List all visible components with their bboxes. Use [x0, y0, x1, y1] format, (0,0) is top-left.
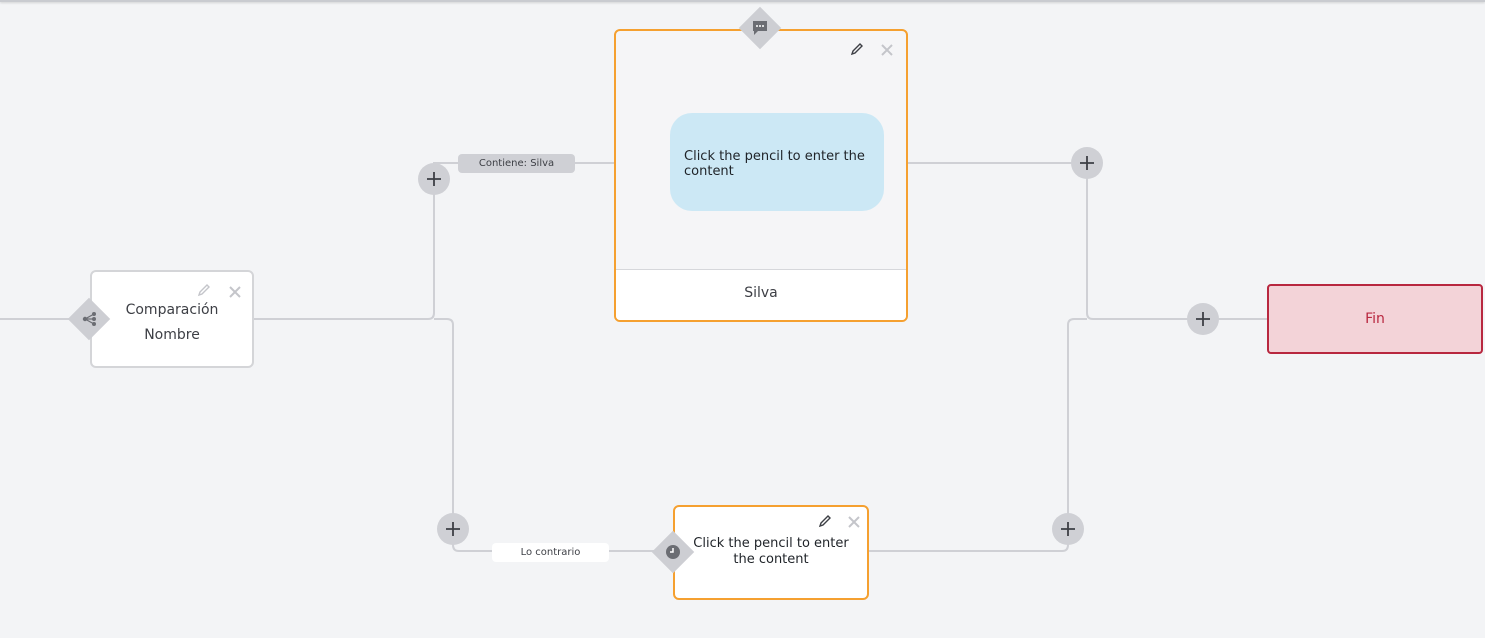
- edit-pencil-icon[interactable]: [196, 282, 212, 298]
- top-bar: [0, 0, 1485, 2]
- branch-icon: [80, 309, 100, 329]
- add-step-button[interactable]: [437, 513, 469, 545]
- comparison-subtitle: Nombre: [144, 327, 200, 343]
- add-step-button[interactable]: [1071, 147, 1103, 179]
- edit-pencil-icon[interactable]: [817, 513, 833, 529]
- add-step-button[interactable]: [1187, 303, 1219, 335]
- close-icon[interactable]: [227, 284, 243, 300]
- message-footer: Silva: [616, 269, 906, 320]
- message-node[interactable]: Click the pencil to enter the content Si…: [614, 29, 908, 322]
- condition-label-else: Lo contrario: [492, 543, 609, 562]
- edge-comparison-to-else-branch: [434, 318, 673, 552]
- edit-pencil-icon[interactable]: [849, 41, 865, 57]
- wait-node[interactable]: Click the pencil to enter the content: [673, 505, 869, 600]
- plus-icon: [1061, 522, 1075, 536]
- chat-bubble-icon: [750, 18, 770, 38]
- wait-content: Click the pencil to enter the content: [693, 536, 849, 567]
- end-node[interactable]: Fin: [1267, 284, 1483, 354]
- plus-icon: [1196, 312, 1210, 326]
- plus-icon: [427, 172, 441, 186]
- close-icon[interactable]: [846, 514, 862, 530]
- edge-wait-to-merge: [869, 318, 1087, 552]
- comparison-node[interactable]: Comparación Nombre: [90, 270, 254, 368]
- add-step-button[interactable]: [418, 163, 450, 195]
- comparison-title: Comparación: [125, 302, 219, 318]
- message-bubble: Click the pencil to enter the content: [670, 113, 884, 211]
- close-icon[interactable]: [879, 42, 895, 58]
- clock-icon: [663, 542, 683, 562]
- add-step-button[interactable]: [1052, 513, 1084, 545]
- plus-icon: [1080, 156, 1094, 170]
- end-label: Fin: [1365, 311, 1385, 327]
- edge-message-to-merge: [908, 162, 1267, 320]
- plus-icon: [446, 522, 460, 536]
- condition-label-contains: Contiene: Silva: [458, 154, 575, 173]
